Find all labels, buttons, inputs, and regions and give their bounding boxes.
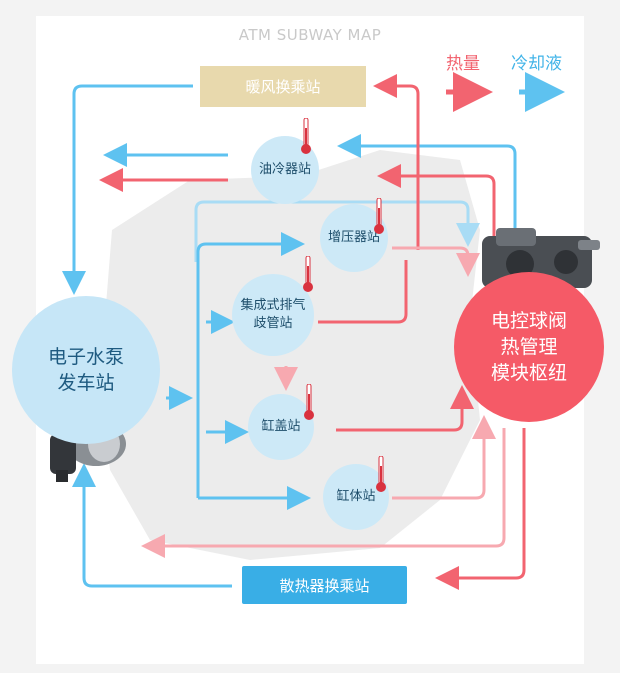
heater-transfer-station[interactable]: 暖风换乘站 <box>200 66 366 107</box>
heat-lines <box>99 74 526 590</box>
radiator-transfer-label: 散热器换乘站 <box>279 576 370 595</box>
thermometer-icon <box>301 118 311 154</box>
cylinder-block-station[interactable]: 缸体站 <box>323 464 389 530</box>
radiator-transfer-station[interactable]: 散热器换乘站 <box>242 566 407 604</box>
legend-heat-label: 热量 <box>446 54 480 74</box>
map-title: ATM SUBWAY MAP <box>238 26 382 44</box>
turbocharger-label: 增压器站 <box>327 230 380 245</box>
cylinder-head-label: 缸盖站 <box>261 419 301 434</box>
cylinder-head-station[interactable]: 缸盖站 <box>248 394 314 460</box>
control-module-label-line3: 模块枢纽 <box>490 362 567 384</box>
oil-cooler-label: 油冷器站 <box>258 162 311 177</box>
legend-coolant-label: 冷却液 <box>511 54 562 74</box>
water-pump-station[interactable]: 电子水泵 发车站 <box>12 296 160 444</box>
coolant-lines <box>62 84 517 588</box>
heater-transfer-label: 暖风换乘站 <box>245 78 321 96</box>
thermometer-icon <box>304 384 314 420</box>
water-pump-label-line2: 发车站 <box>57 372 115 394</box>
control-module-label-line2: 热管理 <box>500 336 558 358</box>
oil-cooler-station[interactable]: 油冷器站 <box>251 136 319 204</box>
control-module-label-line1: 电控球阀 <box>490 310 567 332</box>
thermometer-icon <box>303 256 313 292</box>
cylinder-block-label: 缸体站 <box>336 489 376 504</box>
exhaust-manifold-label-line2: 歧管站 <box>253 316 293 331</box>
exhaust-manifold-station[interactable]: 集成式排气 歧管站 <box>232 274 314 356</box>
thermometer-icon <box>374 198 384 234</box>
water-pump-label-line1: 电子水泵 <box>47 346 124 368</box>
exhaust-manifold-label-line1: 集成式排气 <box>240 298 306 313</box>
control-module-hub[interactable]: 电控球阀 热管理 模块枢纽 <box>454 272 604 422</box>
thermometer-icon <box>376 456 386 492</box>
